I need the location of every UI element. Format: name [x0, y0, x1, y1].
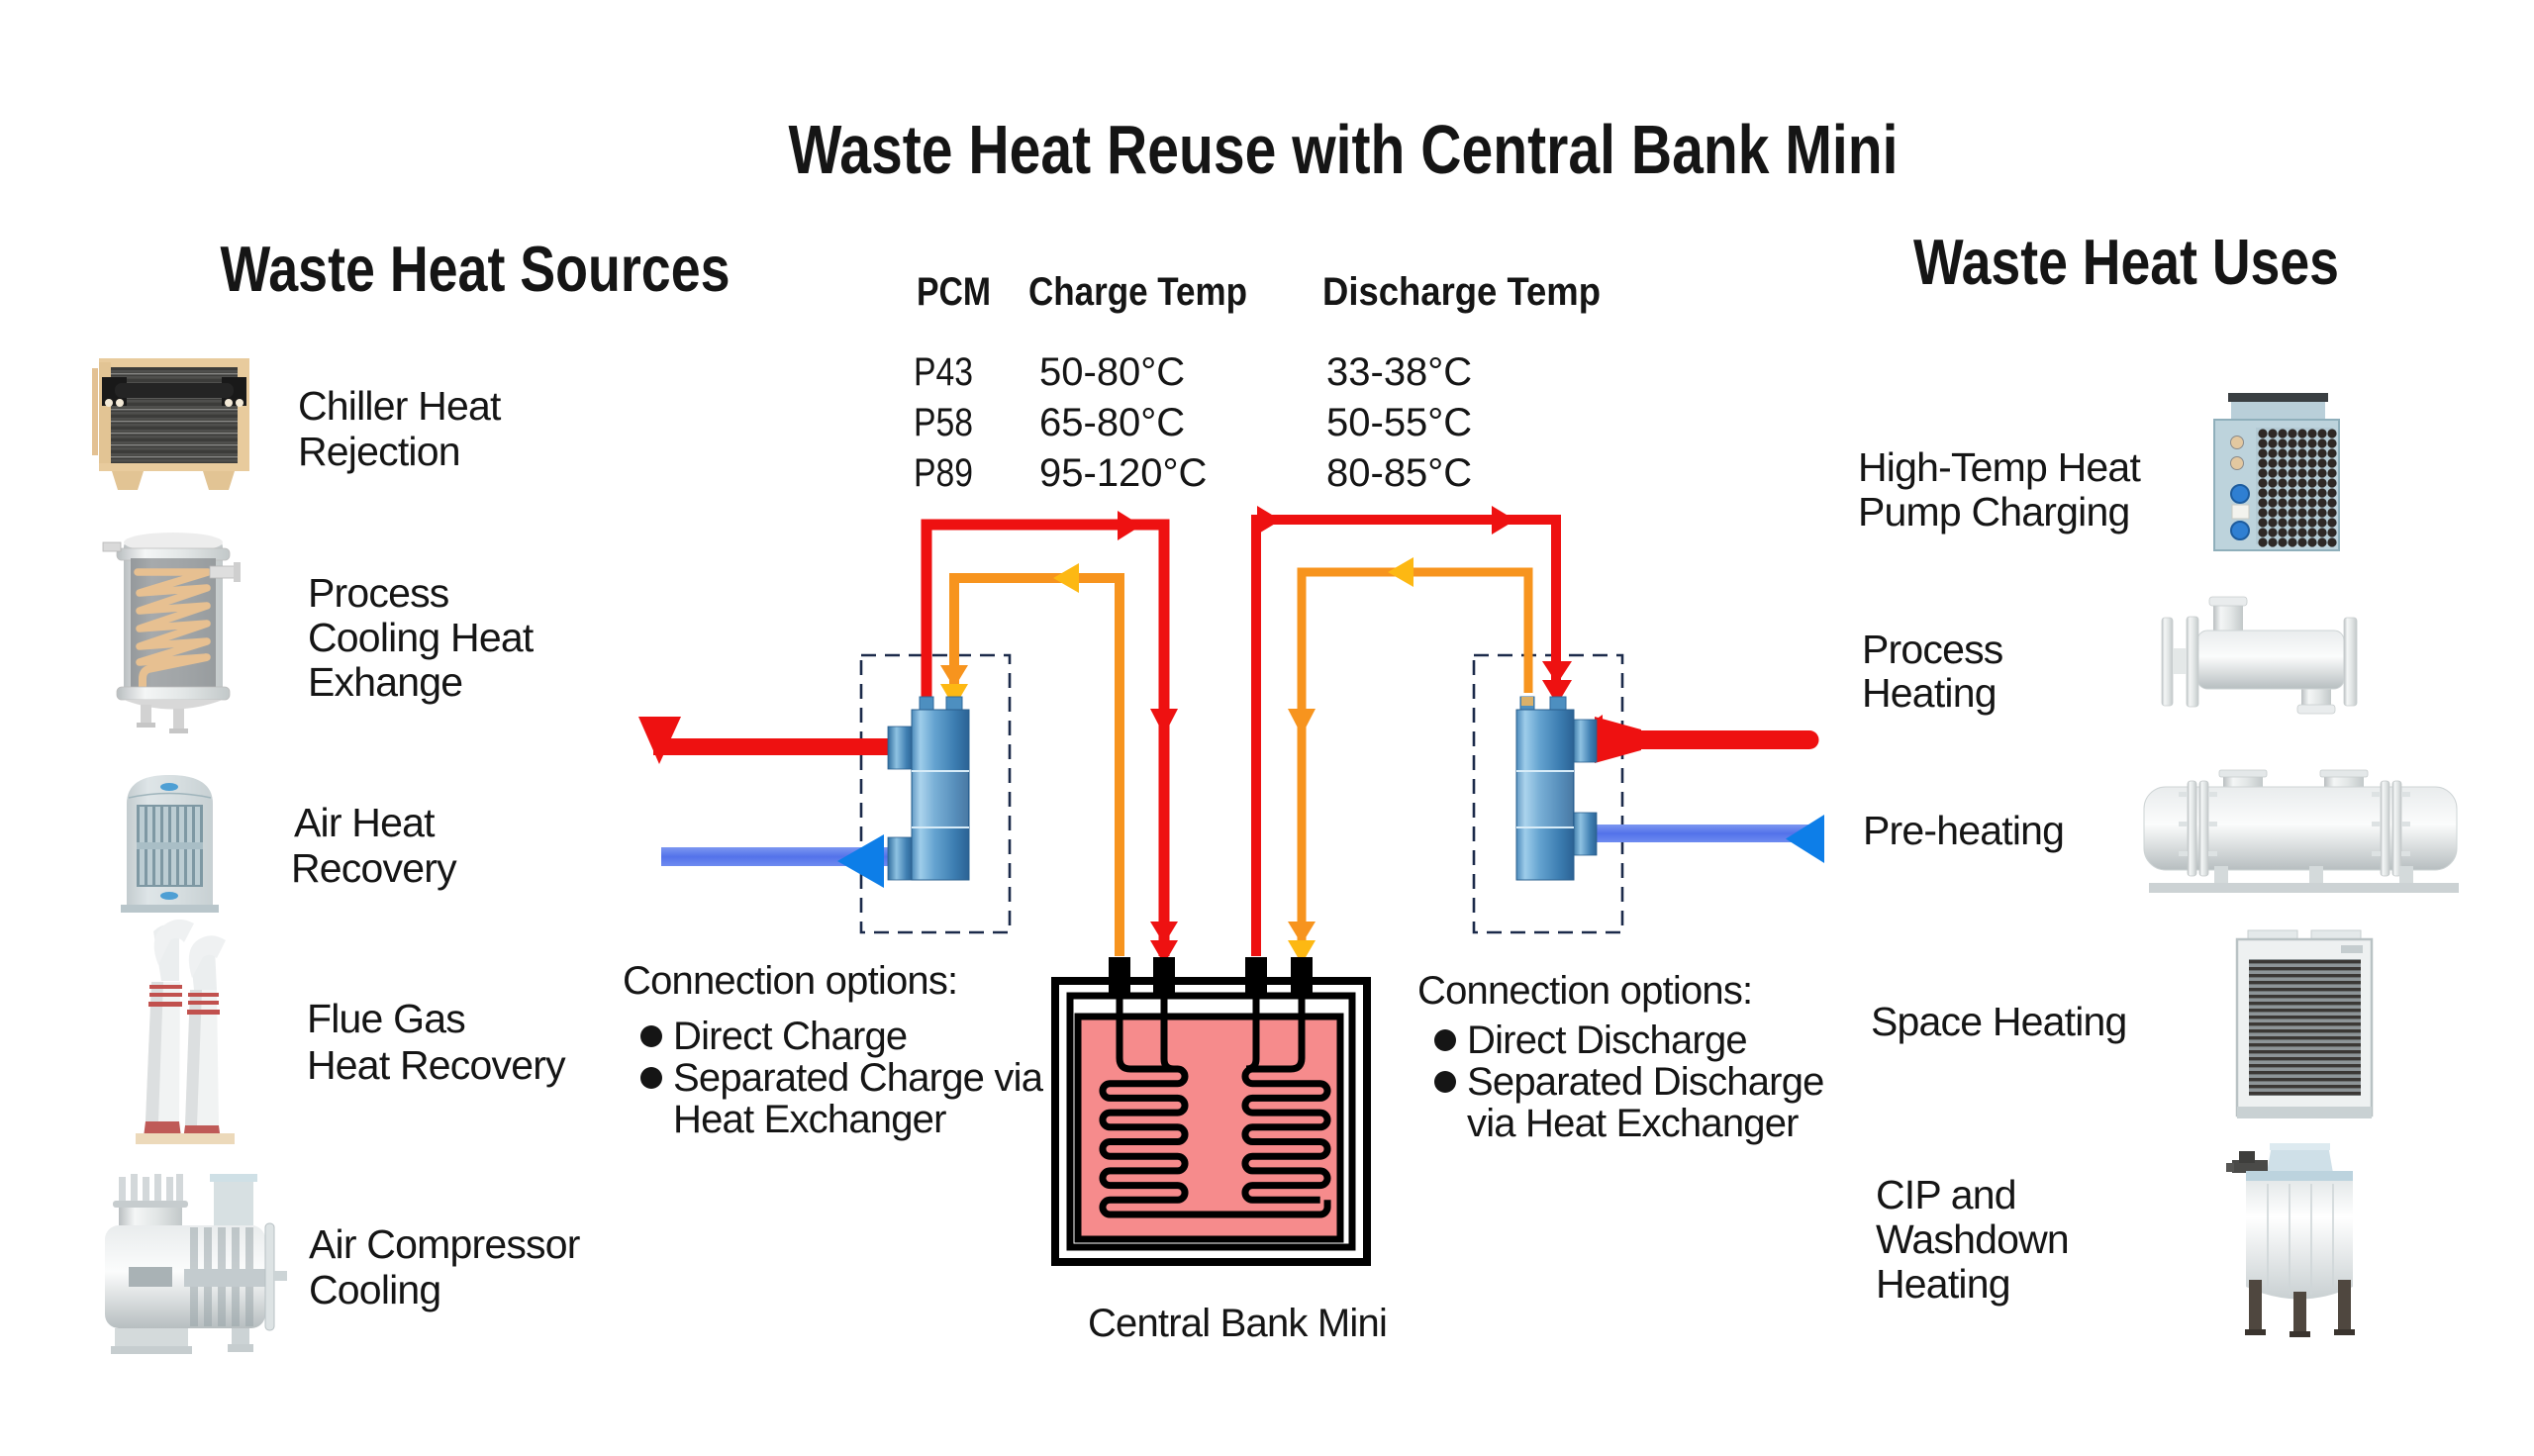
svg-text:95-120°C: 95-120°C	[1039, 451, 1207, 495]
svg-text:Waste Heat Uses: Waste Heat Uses	[1913, 226, 2339, 298]
svg-text:Cooling Heat: Cooling Heat	[308, 615, 535, 660]
svg-text:PCM: PCM	[917, 270, 991, 314]
svg-text:50-55°C: 50-55°C	[1326, 401, 1472, 444]
svg-text:Discharge Temp: Discharge Temp	[1322, 270, 1601, 314]
svg-text:P43: P43	[914, 350, 973, 394]
svg-text:Connection options:: Connection options:	[623, 959, 957, 1003]
svg-text:Direct Charge: Direct Charge	[673, 1015, 907, 1058]
svg-text:Air Heat: Air Heat	[294, 800, 436, 845]
svg-text:Space Heating: Space Heating	[1871, 999, 2127, 1044]
svg-text:65-80°C: 65-80°C	[1039, 401, 1185, 444]
svg-text:Heating: Heating	[1862, 670, 1997, 716]
svg-text:via Heat Exchanger: via Heat Exchanger	[1467, 1102, 1799, 1145]
svg-text:80-85°C: 80-85°C	[1326, 451, 1472, 495]
svg-text:Process: Process	[308, 570, 449, 616]
svg-text:Washdown: Washdown	[1876, 1216, 2069, 1262]
svg-text:Chiller Heat: Chiller Heat	[298, 383, 502, 429]
svg-text:Recovery: Recovery	[291, 845, 457, 891]
svg-text:Air Compressor: Air Compressor	[309, 1221, 580, 1267]
svg-text:Exhange: Exhange	[308, 659, 462, 705]
svg-text:Pre-heating: Pre-heating	[1863, 808, 2064, 853]
svg-text:Waste Heat Reuse with Central: Waste Heat Reuse with Central Bank Mini	[789, 111, 1899, 188]
svg-text:Connection options:: Connection options:	[1417, 969, 1752, 1013]
svg-text:Heat Exchanger: Heat Exchanger	[673, 1098, 946, 1141]
svg-text:Cooling: Cooling	[309, 1267, 440, 1312]
svg-text:Direct Discharge: Direct Discharge	[1467, 1019, 1747, 1062]
svg-text:Heat Recovery: Heat Recovery	[307, 1042, 566, 1088]
svg-text:High-Temp Heat: High-Temp Heat	[1858, 444, 2141, 490]
svg-text:Separated Discharge: Separated Discharge	[1467, 1060, 1824, 1104]
svg-text:P58: P58	[914, 401, 973, 444]
svg-text:Rejection: Rejection	[298, 429, 460, 474]
svg-text:P89: P89	[914, 451, 973, 495]
svg-text:Central Bank Mini: Central Bank Mini	[1088, 1302, 1387, 1345]
svg-text:Heating: Heating	[1876, 1261, 2010, 1307]
svg-text:Charge Temp: Charge Temp	[1028, 270, 1247, 314]
svg-text:Flue Gas: Flue Gas	[307, 996, 465, 1041]
svg-text:33-38°C: 33-38°C	[1326, 350, 1472, 394]
svg-text:Waste Heat Sources: Waste Heat Sources	[221, 233, 731, 305]
svg-text:Separated Charge via: Separated Charge via	[673, 1056, 1044, 1100]
svg-text:Pump Charging: Pump Charging	[1858, 489, 2129, 534]
svg-text:CIP and: CIP and	[1876, 1172, 2016, 1217]
svg-text:Process: Process	[1862, 627, 2003, 672]
svg-text:50-80°C: 50-80°C	[1039, 350, 1185, 394]
